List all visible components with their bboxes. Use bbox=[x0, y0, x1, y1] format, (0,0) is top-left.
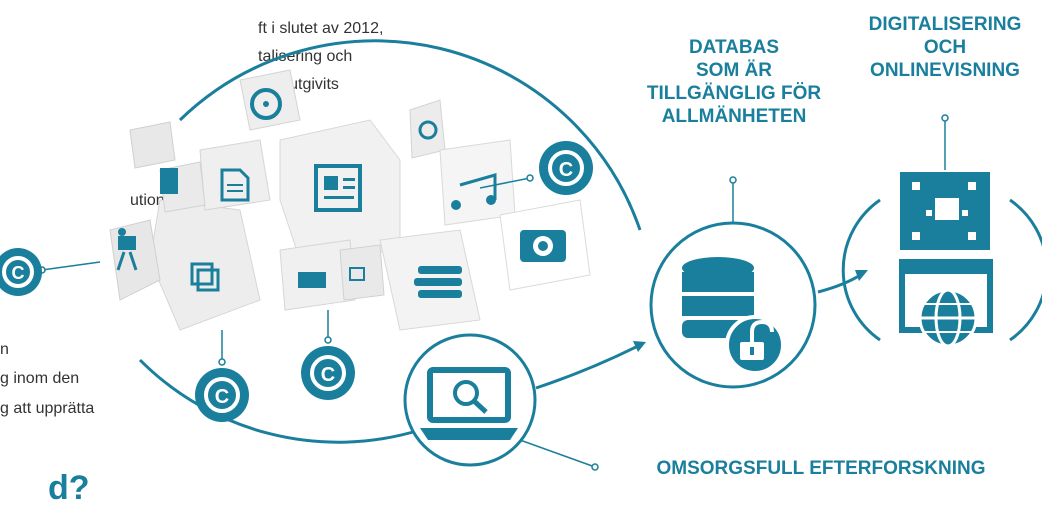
browser-globe-icon bbox=[899, 259, 993, 348]
laptop-search-icon bbox=[420, 367, 518, 440]
arrow-to-digital bbox=[817, 270, 868, 294]
media-cubes-cluster bbox=[109, 69, 591, 331]
digital-node bbox=[841, 114, 1042, 348]
qr-code-icon bbox=[900, 172, 990, 250]
film-strip-icon bbox=[160, 168, 178, 194]
arrow-to-database bbox=[535, 341, 646, 390]
newspaper-icon bbox=[314, 164, 362, 212]
paragraph-line: n bbox=[0, 341, 9, 358]
disc-icon bbox=[418, 120, 438, 140]
paragraph-line: g inom den bbox=[0, 370, 80, 387]
svg-text:C: C bbox=[215, 386, 229, 408]
document-icon bbox=[220, 168, 250, 202]
large-circle-arc-lower bbox=[138, 358, 421, 444]
video-camera-icon bbox=[116, 228, 138, 271]
laptop-search-node bbox=[403, 333, 599, 471]
search-label: OMSORGSFULL EFTERFORSKNING bbox=[656, 458, 986, 479]
database-label: DATABAS SOM ÄR TILLGÄNGLIG FÖR ALLMÄNHET… bbox=[646, 37, 822, 127]
books-icon bbox=[414, 266, 462, 298]
svg-text:C: C bbox=[321, 364, 335, 386]
photos-icon bbox=[190, 262, 220, 292]
svg-text:C: C bbox=[12, 263, 25, 283]
camera-icon bbox=[520, 230, 566, 262]
copyright-icon: C bbox=[0, 248, 101, 296]
video-tape-icon bbox=[298, 267, 365, 288]
paragraph-line: ft i slutet av 2012, bbox=[258, 20, 384, 37]
copyright-icon: C bbox=[479, 141, 593, 195]
unlock-icon bbox=[725, 315, 785, 375]
svg-text:C: C bbox=[559, 159, 573, 181]
large-circle-arc bbox=[178, 39, 642, 231]
paragraph-line: g att upprätta bbox=[0, 400, 95, 417]
paragraph-line: talisering och bbox=[258, 48, 353, 65]
copyright-icon: C bbox=[301, 310, 355, 400]
digital-label: DIGITALISERING OCH ONLINEVISNING bbox=[868, 14, 1022, 81]
copyright-icon: C bbox=[195, 330, 249, 422]
music-note-icon bbox=[451, 173, 497, 210]
film-reel-icon bbox=[250, 88, 282, 120]
database-node bbox=[649, 176, 817, 389]
